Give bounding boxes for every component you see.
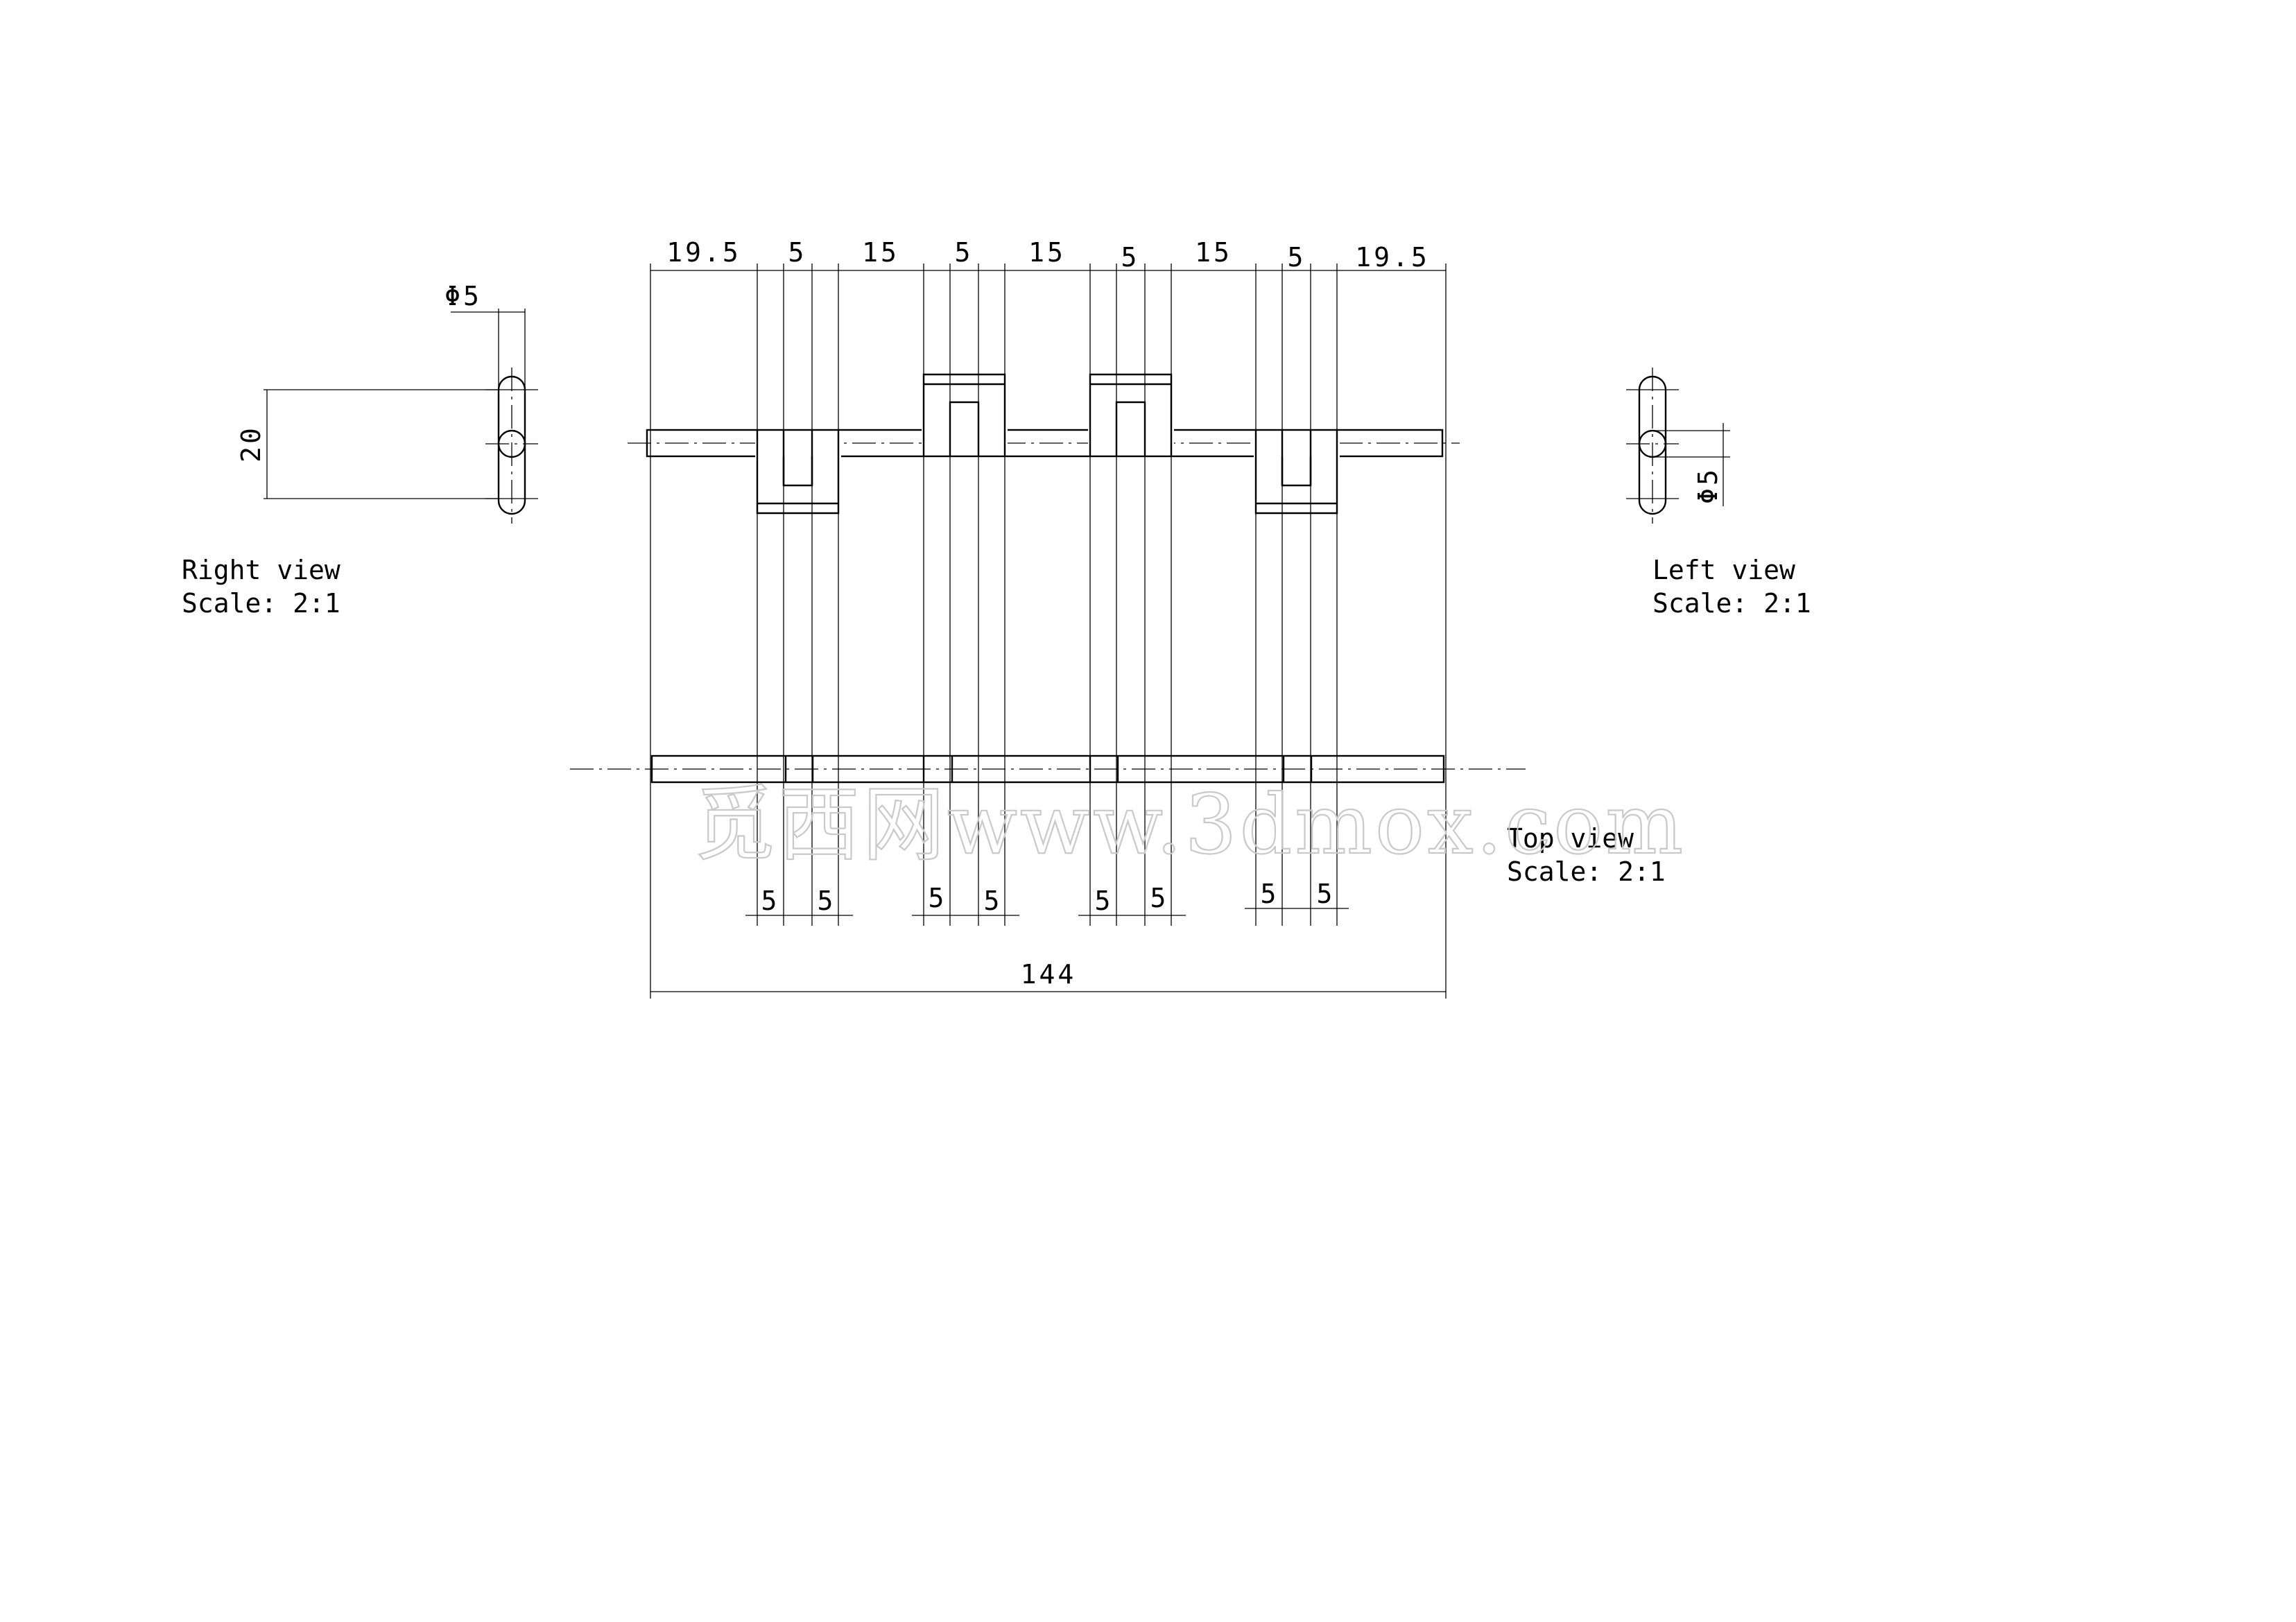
dim-5-bottom-2: 5	[818, 886, 836, 916]
loop-up-2	[1088, 372, 1174, 456]
dim-5-bottom-4: 5	[984, 886, 1003, 916]
right-dia-label: Φ5	[444, 281, 482, 311]
extension-lines	[650, 264, 1447, 999]
right-view: Φ5 20 Right view Scale: 2:1	[182, 281, 538, 619]
right-view-scale: Scale: 2:1	[182, 588, 340, 619]
left-view-caption: Left view	[1652, 555, 1795, 585]
loop-down-2	[1254, 430, 1340, 515]
watermark: 觅西网www.3dmox.com	[693, 777, 1686, 872]
dim-5-bottom-8: 5	[1317, 879, 1336, 909]
top-dimension-row: 19.5 5 15 5 15 5 15 5 19.5	[650, 237, 1446, 273]
left-dia-label: Φ5	[1693, 467, 1723, 504]
loop-down-1	[755, 430, 841, 515]
dim-5-bottom-3: 5	[929, 883, 947, 913]
left-view: Φ5 Left view Scale: 2:1	[1626, 368, 1811, 619]
dim-5-bottom-1: 5	[761, 886, 780, 916]
dim-15-b: 15	[1028, 237, 1066, 268]
loop-up-1	[922, 372, 1008, 456]
dim-5-d: 5	[1288, 242, 1306, 273]
dim-5-a: 5	[788, 237, 807, 268]
right-view-caption: Right view	[182, 555, 340, 585]
dim-5-c: 5	[1121, 242, 1140, 273]
dim-5-bottom-6: 5	[1150, 883, 1169, 913]
right-height-label: 20	[236, 425, 266, 463]
dim-15-c: 15	[1195, 237, 1232, 268]
dim-19-5-left: 19.5	[666, 237, 741, 268]
dim-19-5-right: 19.5	[1355, 242, 1430, 273]
dim-5-bottom-5: 5	[1095, 886, 1114, 916]
dim-5-bottom-7: 5	[1261, 879, 1279, 909]
front-view	[628, 372, 1460, 515]
top-view-scale: Scale: 2:1	[1507, 856, 1666, 887]
bottom-dimension-row: 5 5 5 5 5 5 5 5	[745, 879, 1349, 916]
left-view-scale: Scale: 2:1	[1652, 588, 1811, 619]
dim-144: 144	[1021, 959, 1077, 990]
overall-dimension: 144	[650, 959, 1446, 992]
top-view-caption: Top view	[1507, 823, 1634, 854]
dim-15-a: 15	[862, 237, 899, 268]
dim-5-b: 5	[955, 237, 974, 268]
